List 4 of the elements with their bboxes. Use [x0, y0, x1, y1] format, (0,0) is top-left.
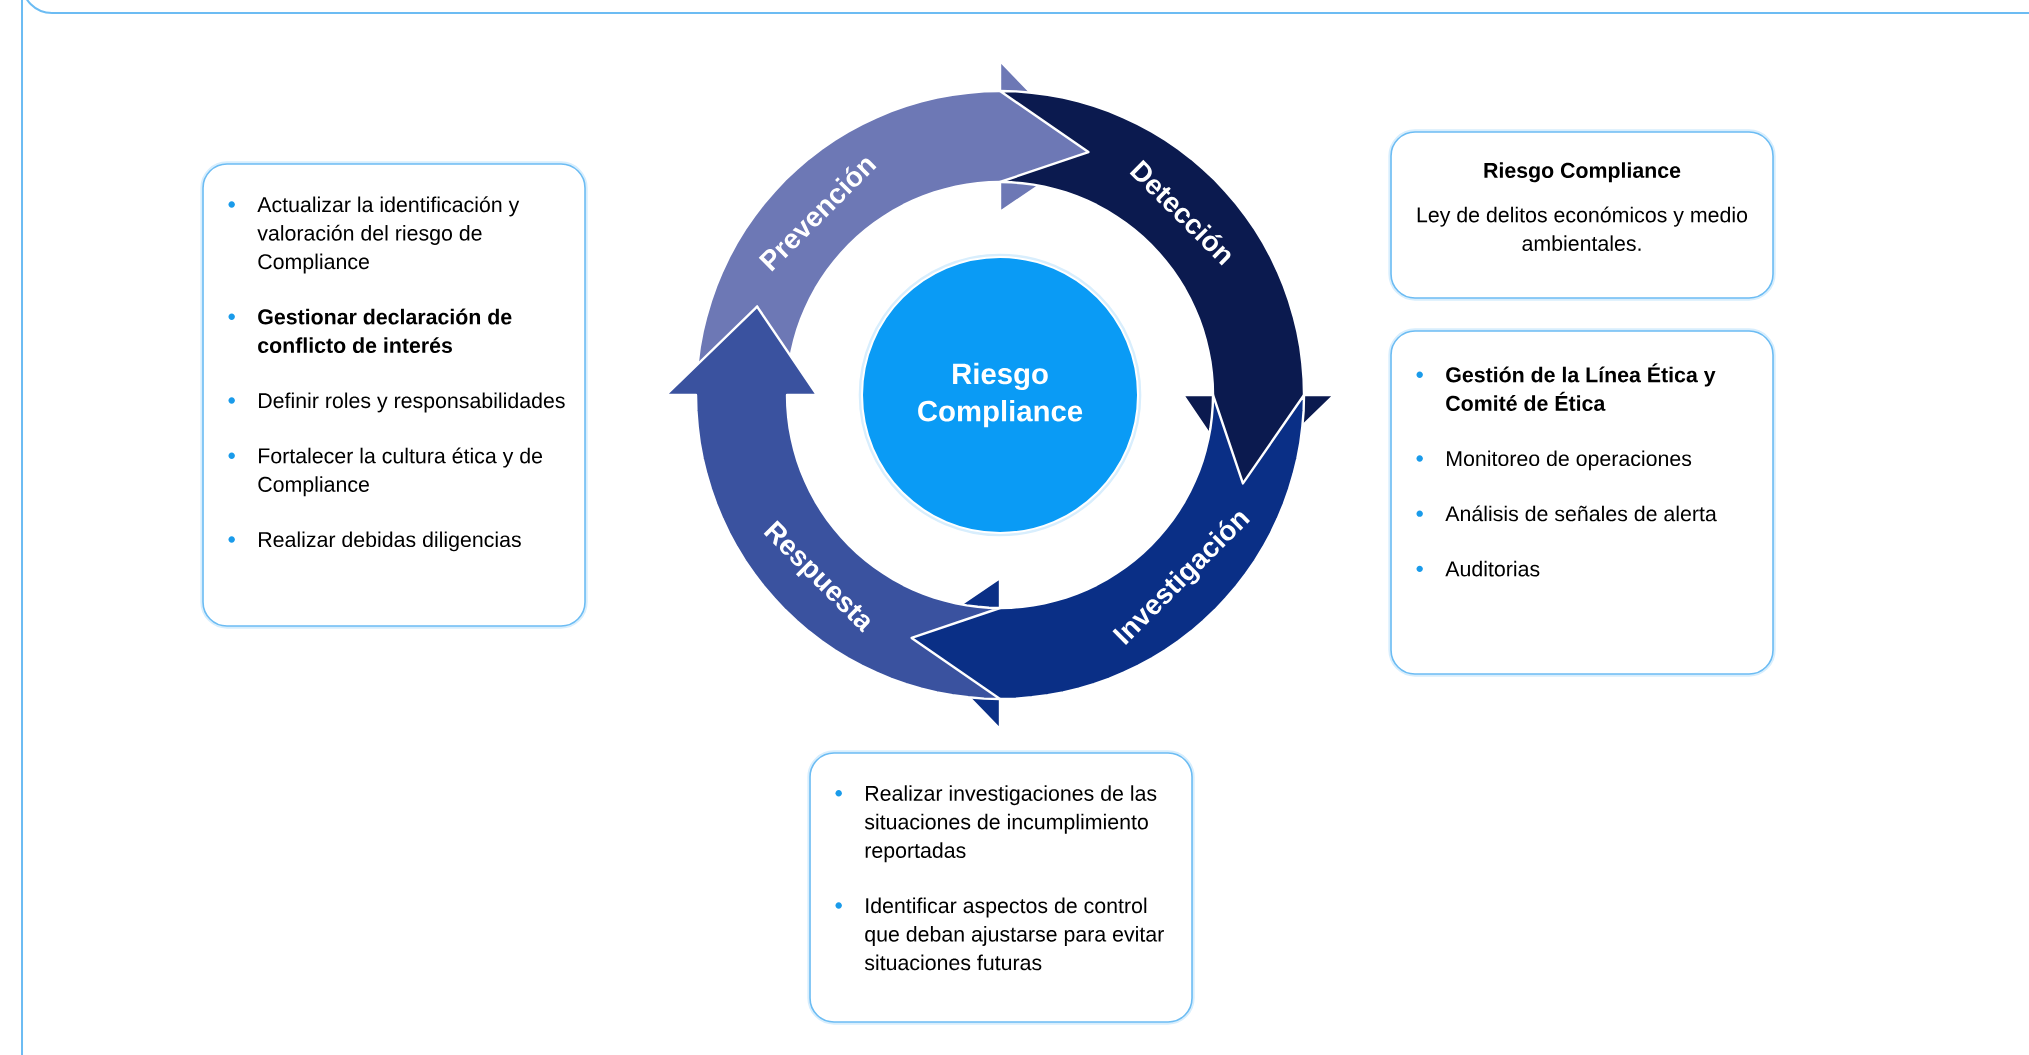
text-box: Riesgo Compliance Ley de delitos económicos y medio ambientales. [1388, 129, 1776, 301]
text-box: Actualizar la identificación y valoración del riesgo de Compliance Gestionar declaración de conflicto de interés Definir roles y responsabilidades Fortalecer la cultura ética y de Compliance Realizar debidas diligencias [200, 161, 588, 629]
text-box: Realizar investigaciones de las situaciones de incumplimiento reportadas Identificar aspectos de control que deban ajustarse para evitar situaciones futuras [807, 750, 1195, 1025]
text-box: Gestión de la Línea Ética y Comité de Ética Monitoreo de operaciones Análisis de señales de alerta Auditorias [1388, 328, 1776, 677]
